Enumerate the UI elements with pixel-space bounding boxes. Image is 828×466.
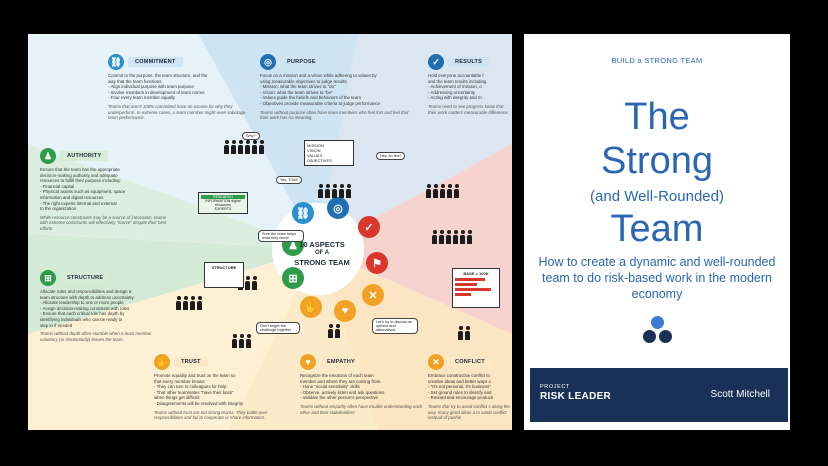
bubble-options: Let's try to discuss an options and alte… — [372, 318, 418, 334]
compass-hub-icon: ✕ — [362, 284, 384, 306]
target-icon: ◎ — [260, 54, 276, 70]
results-hub-icon: ✓ — [358, 216, 380, 238]
empathy-hub-icon: ♥ — [334, 300, 356, 322]
trust-label: TRUST — [174, 357, 208, 367]
bubble-challenge: Don't forget the challenge together — [256, 322, 300, 334]
structure-label: STRUCTURE — [60, 273, 111, 283]
logo-dot-bottom-left — [643, 330, 656, 343]
book-title-line4: Team — [610, 208, 704, 250]
handshake-icon: ✋ — [154, 354, 170, 370]
checkmark-icon: ✓ — [428, 54, 444, 70]
section-commitment: ⛓ COMMITMENT Commit to the purpose, the … — [108, 54, 248, 121]
book-subtitle: How to create a dynamic and well-rounded… — [538, 255, 776, 301]
trust-hub-icon: ✋ — [300, 296, 322, 318]
logo-dots — [642, 316, 674, 344]
logo-dot-bottom-right — [659, 330, 672, 343]
book-title-line2: Strong — [601, 140, 713, 182]
mission-board: MISSION VISION VALUES OBJECTIVES — [304, 140, 354, 166]
book-author: Scott Mitchell — [710, 389, 770, 400]
section-structure: ⊞ STRUCTURE Allocate roles and responsib… — [40, 270, 170, 342]
commitment-label: COMMITMENT — [128, 57, 183, 67]
book-kicker: BUILD a STRONG TEAM — [611, 56, 703, 65]
section-purpose: ◎ PURPOSE Focus on a mission and a visio… — [260, 54, 410, 121]
bars-board: BASE = 100K — [452, 268, 500, 308]
people-group-red — [432, 230, 472, 244]
commitment-hub-icon: ⛓ — [292, 202, 314, 224]
resources-board: RESEARCH INFORMATION digital resources E… — [198, 192, 248, 214]
bubble-yes-tom: Yes, TOM! — [276, 176, 302, 184]
conflict-icon: ✕ — [428, 354, 444, 370]
brand-small: PROJECT — [540, 384, 570, 390]
section-results: ✓ RESULTS Hold everyone accountable f an… — [428, 54, 512, 115]
structure-hub-icon: ⊞ — [282, 267, 304, 289]
people-group-meeting — [318, 184, 351, 198]
book-title-line3: (and Well-Rounded) — [590, 188, 724, 205]
book-cover: BUILD a STRONG TEAM The Strong (and Well… — [524, 34, 790, 430]
section-authority: ♟ AUTHORITY Ensure that the team has the… — [40, 148, 170, 232]
purpose-label: PURPOSE — [280, 57, 323, 67]
bubble-hey: Hey, so fine! — [376, 152, 405, 160]
book-footer: PROJECT RISK LEADER Scott Mitchell — [530, 368, 788, 422]
book-title-line1: The — [624, 96, 690, 138]
logo-dot-top — [651, 316, 664, 329]
org-chart-icon: ⊞ — [40, 270, 56, 286]
conflict-label: CONFLICT — [448, 357, 492, 367]
people-group-conflict-right — [458, 326, 470, 340]
person-icon: ♟ — [40, 148, 56, 164]
bubble-why: Why? — [242, 132, 260, 140]
people-group-empathy — [328, 324, 340, 338]
background-wedges — [28, 34, 512, 430]
structure-board: STRUCTURE — [204, 262, 244, 288]
people-group-top — [224, 140, 264, 154]
results-label: RESULTS — [448, 57, 490, 67]
chain-icon: ⛓ — [108, 54, 124, 70]
empathy-label: EMPATHY — [320, 357, 362, 367]
conflict-hub-icon: ⚑ — [366, 252, 388, 274]
people-group-trust — [232, 334, 251, 348]
people-group-right — [426, 184, 459, 198]
people-group-structure — [176, 296, 202, 310]
section-conflict: ✕ CONFLICT Embrace constructive conflict… — [428, 354, 512, 421]
section-trust: ✋ TRUST Promote equality and trust on th… — [154, 354, 294, 421]
authority-label: AUTHORITY — [60, 151, 109, 161]
brand-logo: RISK LEADER — [540, 391, 612, 402]
center-title: 10 ASPECTS OF A STRONG TEAM — [294, 240, 350, 267]
bubble-help: Sure the team helps what they need! — [258, 230, 304, 242]
purpose-hub-icon: ◎ — [327, 197, 349, 219]
infographic-poster: ⛓ ◎ ✓ ⚑ ♟ ⊞ ✋ ♥ ✕ 10 ASPECTS OF A STRONG… — [28, 34, 512, 430]
heart-icon: ♥ — [300, 354, 316, 370]
section-empathy: ♥ EMPATHY Recognize the emotions of each… — [300, 354, 424, 415]
